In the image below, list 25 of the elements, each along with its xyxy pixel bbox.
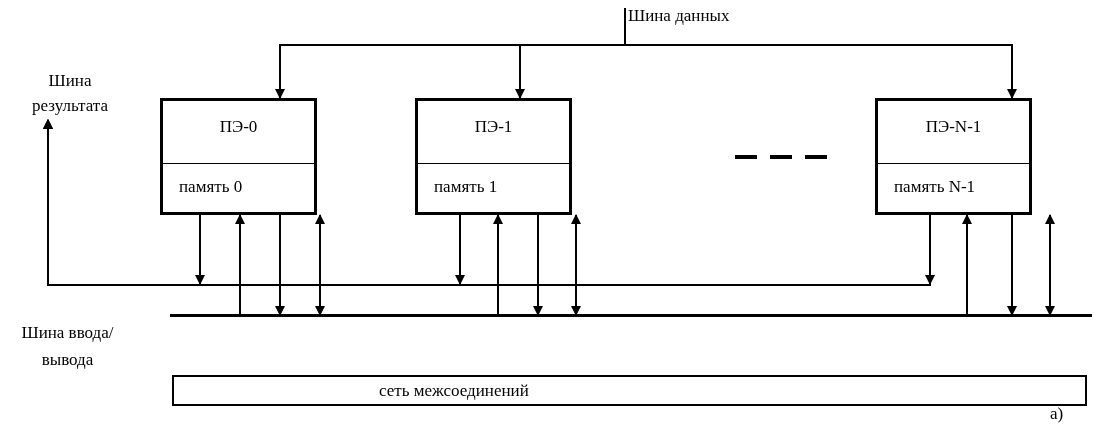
arrow (235, 214, 245, 316)
arrow (315, 214, 325, 316)
memory-label: память 0 (179, 177, 244, 197)
arrow (624, 7, 1017, 99)
arrow (1007, 214, 1017, 316)
panel-label: a) (1050, 404, 1064, 424)
arrow (962, 214, 972, 316)
processor-label: ПЭ-N-1 (924, 117, 983, 137)
processor-box (160, 98, 317, 215)
arrow (571, 214, 581, 316)
bus-label: Шина результата (10, 68, 130, 118)
bus-label: Шина ввода/вывода (20, 322, 115, 371)
arrow (275, 214, 285, 316)
memory-label: память 1 (434, 177, 499, 197)
arrow (1045, 214, 1055, 316)
arrow (493, 214, 503, 316)
arrow (533, 214, 543, 316)
processor-label: ПЭ-0 (218, 117, 259, 137)
bus-label: Шина данных (628, 6, 808, 32)
processor-box (415, 98, 572, 215)
memory-label: память N-1 (894, 177, 977, 197)
processor-label: ПЭ-1 (473, 117, 514, 137)
processor-box (875, 98, 1032, 215)
arrow (43, 119, 935, 286)
network-box: сеть межсоединений (172, 375, 1087, 406)
